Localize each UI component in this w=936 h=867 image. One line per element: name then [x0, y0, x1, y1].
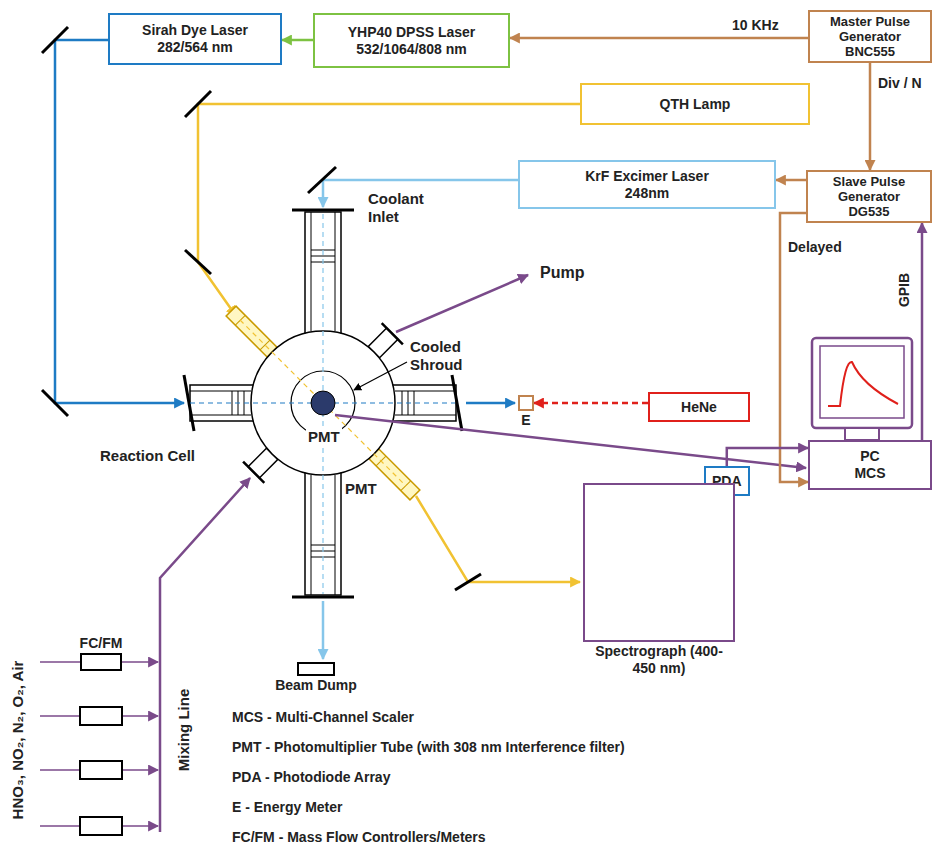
drawing-part — [190, 415, 251, 416]
legend-text: PDA - Photodiode Array — [232, 768, 390, 786]
legend-text: PMT - Photomultiplier Tube (with 308 nm … — [232, 738, 625, 756]
signal-connector — [510, 37, 808, 40]
signal-connector — [282, 39, 313, 42]
drawing-part — [42, 27, 68, 53]
laser-box: Sirah Dye Laser282/564 nm — [108, 13, 282, 65]
node-text: 248nm — [625, 185, 669, 202]
edge-label: Div / N — [876, 74, 924, 92]
drawing-part — [382, 323, 403, 344]
computer-box: PC MCS — [808, 440, 932, 490]
node-text: Master Pulse Generator BNC555 — [820, 14, 920, 59]
part-label: PMT — [306, 428, 342, 446]
drawing-part — [190, 212, 456, 595]
drawing-part — [185, 91, 211, 117]
drawing-part — [396, 275, 528, 332]
energy-meter: E — [518, 395, 534, 411]
signal-connector — [534, 402, 648, 405]
drawing-part — [232, 391, 233, 415]
drawing-part — [828, 362, 898, 406]
beam-dump: Beam Dump — [297, 662, 335, 676]
legend-text: E - Energy Meter — [232, 798, 342, 816]
drawing-part — [292, 596, 354, 599]
drawing-part — [322, 601, 325, 659]
legend-text: MCS - Multi-Channel Scaler — [232, 708, 414, 726]
edge-label: Delayed — [786, 238, 844, 256]
drawing-part — [335, 212, 336, 331]
part-label: Coolant Inlet — [368, 190, 448, 226]
drawing-part — [243, 462, 264, 483]
drawing-part — [820, 346, 904, 418]
node-text: Spectrograph (400-450 nm) — [594, 643, 724, 677]
node-text: FC/FM — [80, 635, 123, 652]
node-text: E — [521, 412, 530, 429]
lamp-box: QTH Lamp — [580, 83, 810, 125]
drawing-part — [226, 306, 277, 357]
part-label: Reaction Cell — [100, 447, 195, 465]
drawing-part — [845, 428, 879, 440]
drawing-part — [226, 306, 277, 357]
signal-connector — [776, 179, 806, 182]
legend-text: FC/FM - Mass Flow Controllers/Meters — [232, 828, 486, 846]
drawing-part — [311, 391, 335, 415]
laser-box: YHP40 DPSS Laser532/1064/808 nm — [313, 13, 510, 68]
drawing-part — [308, 167, 336, 193]
node-text: 532/1064/808 nm — [356, 41, 467, 58]
drawing-part — [42, 390, 68, 416]
flow-controller: FC/FM — [80, 653, 122, 671]
drawing-part — [311, 256, 335, 257]
drawing-part — [80, 817, 122, 835]
node-text: KrF Excimer Laser — [585, 168, 709, 185]
drawing-part — [311, 545, 335, 546]
node-text: 282/564 nm — [157, 39, 233, 56]
drawing-part — [335, 415, 806, 468]
node-text: PC MCS — [848, 448, 892, 482]
laser-box: KrF Excimer Laser248nm — [518, 160, 776, 209]
node-text: HeNe — [681, 399, 717, 416]
part-label: HNO₃, NO₂, N₂, O₂, Air — [9, 661, 27, 820]
part-label: Pump — [540, 264, 584, 282]
drawing-part — [416, 496, 580, 582]
part-label: Cooled Shroud — [410, 338, 490, 374]
spectrograph-box: Spectrograph (400-450 nm) — [583, 483, 735, 642]
drawing-part — [414, 391, 415, 415]
edge-label: 10 KHz — [730, 16, 781, 34]
node-text: YHP40 DPSS Laser — [348, 24, 476, 41]
signal-connector — [727, 448, 808, 466]
drawing-part — [466, 402, 515, 405]
part-label: PMT — [343, 480, 379, 498]
edge-label: GPIB — [895, 271, 913, 309]
drawing-part — [455, 574, 481, 590]
drawing-part — [190, 391, 251, 392]
signal-connector — [921, 223, 924, 440]
generator-box: Master Pulse Generator BNC555 — [808, 10, 932, 63]
drawing-part — [80, 707, 122, 725]
drawing-part — [80, 761, 122, 779]
drawing-part — [311, 212, 312, 331]
drawing-part — [354, 362, 407, 390]
laser-box: HeNe — [648, 392, 750, 422]
node-text: QTH Lamp — [660, 96, 731, 113]
drawing-part — [335, 475, 336, 595]
node-text: Slave Pulse Generator DG535 — [819, 174, 919, 219]
signal-connector — [869, 63, 872, 170]
drawing-part — [395, 391, 456, 392]
drawing-part — [55, 40, 184, 403]
drawing-part — [292, 209, 354, 212]
node-text: Beam Dump — [275, 677, 357, 694]
drawing-part — [185, 250, 211, 274]
drawing-part — [198, 104, 580, 316]
drawing-part — [395, 415, 456, 416]
drawing-part — [311, 475, 312, 595]
generator-box: Slave Pulse Generator DG535 — [806, 170, 932, 223]
drawing-part — [812, 338, 912, 428]
node-text: Sirah Dye Laser — [142, 22, 248, 39]
part-label: Mixing Line — [175, 689, 193, 772]
